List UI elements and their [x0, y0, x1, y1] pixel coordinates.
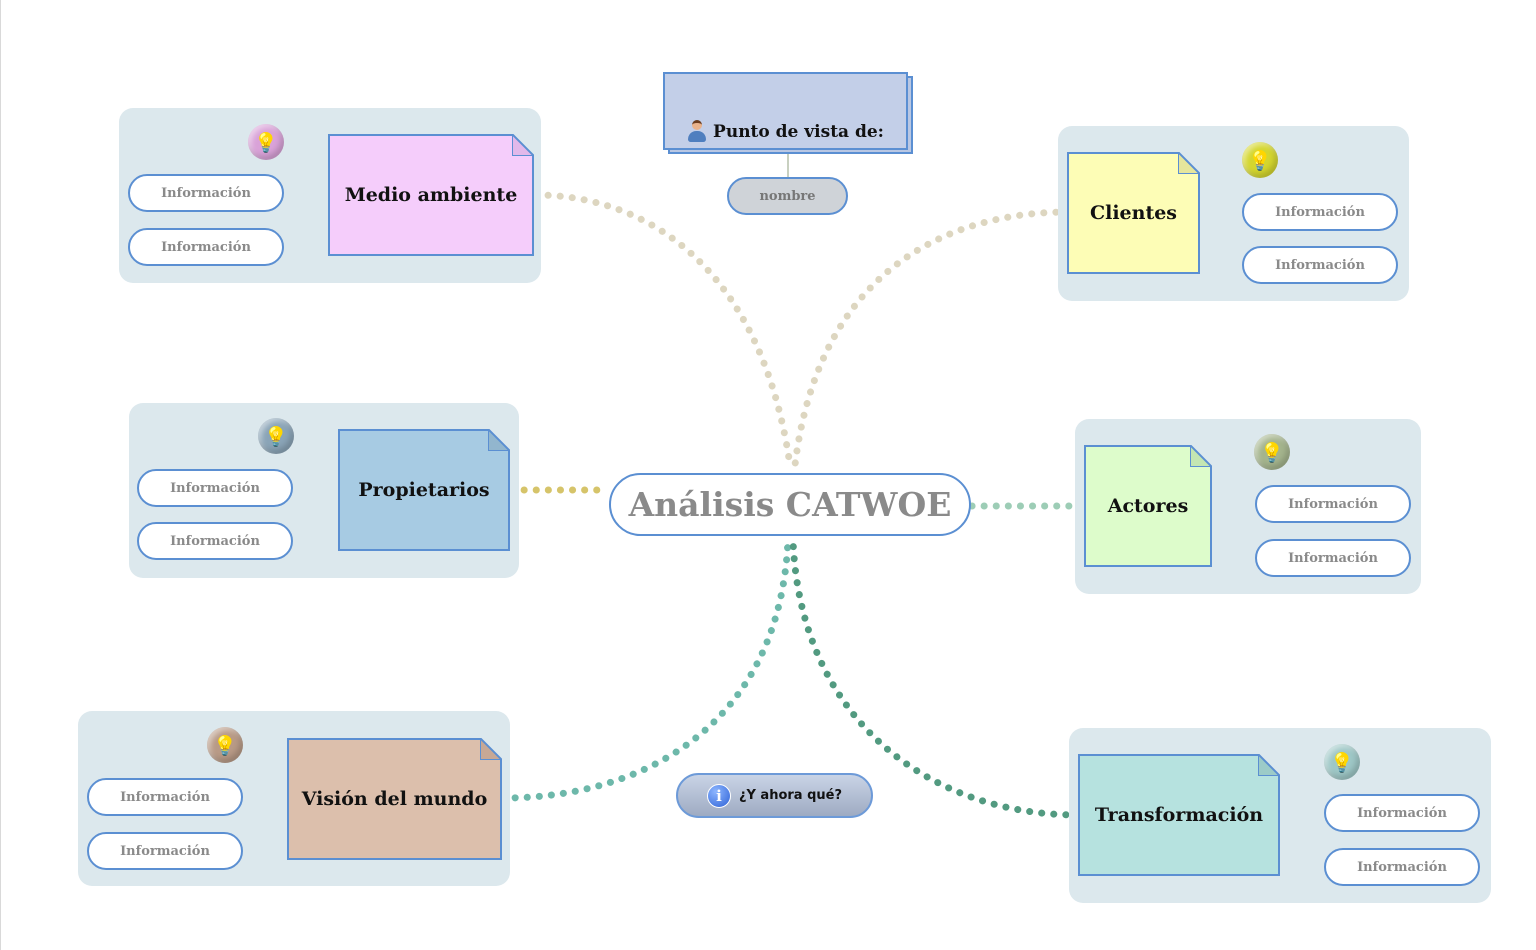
lightbulb-glyph: 💡	[1330, 751, 1354, 774]
info-pill[interactable]: Información	[1255, 485, 1411, 523]
info-pill[interactable]: Información	[128, 174, 284, 212]
topic-note-propietarios[interactable]: Propietarios	[338, 429, 510, 551]
link-transformacion	[789, 536, 1082, 819]
lightbulb-icon[interactable]: 💡	[1254, 434, 1290, 470]
central-topic[interactable]: Análisis CATWOE	[609, 473, 971, 536]
topic-note-transformacion[interactable]: Transformación	[1078, 754, 1280, 876]
user-icon	[687, 120, 707, 142]
info-pill[interactable]: Información	[1242, 193, 1398, 231]
note-fold	[1178, 152, 1200, 174]
note-fold	[488, 429, 510, 451]
lightbulb-icon[interactable]: 💡	[1324, 744, 1360, 780]
lightbulb-glyph: 💡	[264, 425, 288, 448]
topic-note-vision-del-mundo[interactable]: Visión del mundo	[287, 738, 502, 860]
note-fold	[512, 134, 534, 156]
link-clientes	[791, 208, 1072, 469]
info-icon: i	[706, 783, 731, 808]
note-fold	[1190, 445, 1212, 467]
info-pill[interactable]: Información	[87, 778, 243, 816]
pov-name-field[interactable]: nombre	[727, 177, 848, 215]
lightbulb-glyph: 💡	[254, 131, 278, 154]
point-of-view-card[interactable]: Punto de vista de:	[663, 72, 908, 150]
link-medio-ambiente	[532, 191, 794, 469]
info-pill[interactable]: Información	[128, 228, 284, 266]
topic-note-medio-ambiente[interactable]: Medio ambiente	[328, 134, 534, 256]
lightbulb-icon[interactable]: 💡	[1242, 142, 1278, 178]
note-fold	[480, 738, 502, 760]
note-fold	[1258, 754, 1280, 776]
info-pill[interactable]: Información	[87, 832, 243, 870]
lightbulb-icon[interactable]: 💡	[258, 418, 294, 454]
what-now-button[interactable]: i ¿Y ahora qué?	[676, 773, 873, 818]
lightbulb-glyph: 💡	[213, 734, 237, 757]
canvas-left-border	[0, 0, 1, 950]
info-pill[interactable]: Información	[1255, 539, 1411, 577]
link-vision-del-mundo	[499, 536, 792, 802]
info-pill[interactable]: Información	[1242, 246, 1398, 284]
lightbulb-icon[interactable]: 💡	[248, 124, 284, 160]
lightbulb-glyph: 💡	[1260, 441, 1284, 464]
info-pill[interactable]: Información	[137, 469, 293, 507]
what-now-label: ¿Y ahora qué?	[738, 788, 843, 803]
info-pill[interactable]: Información	[1324, 848, 1480, 886]
lightbulb-glyph: 💡	[1248, 149, 1272, 172]
lightbulb-icon[interactable]: 💡	[207, 727, 243, 763]
info-pill[interactable]: Información	[1324, 794, 1480, 832]
point-of-view-label: Punto de vista de:	[713, 122, 884, 142]
info-pill[interactable]: Información	[137, 522, 293, 560]
